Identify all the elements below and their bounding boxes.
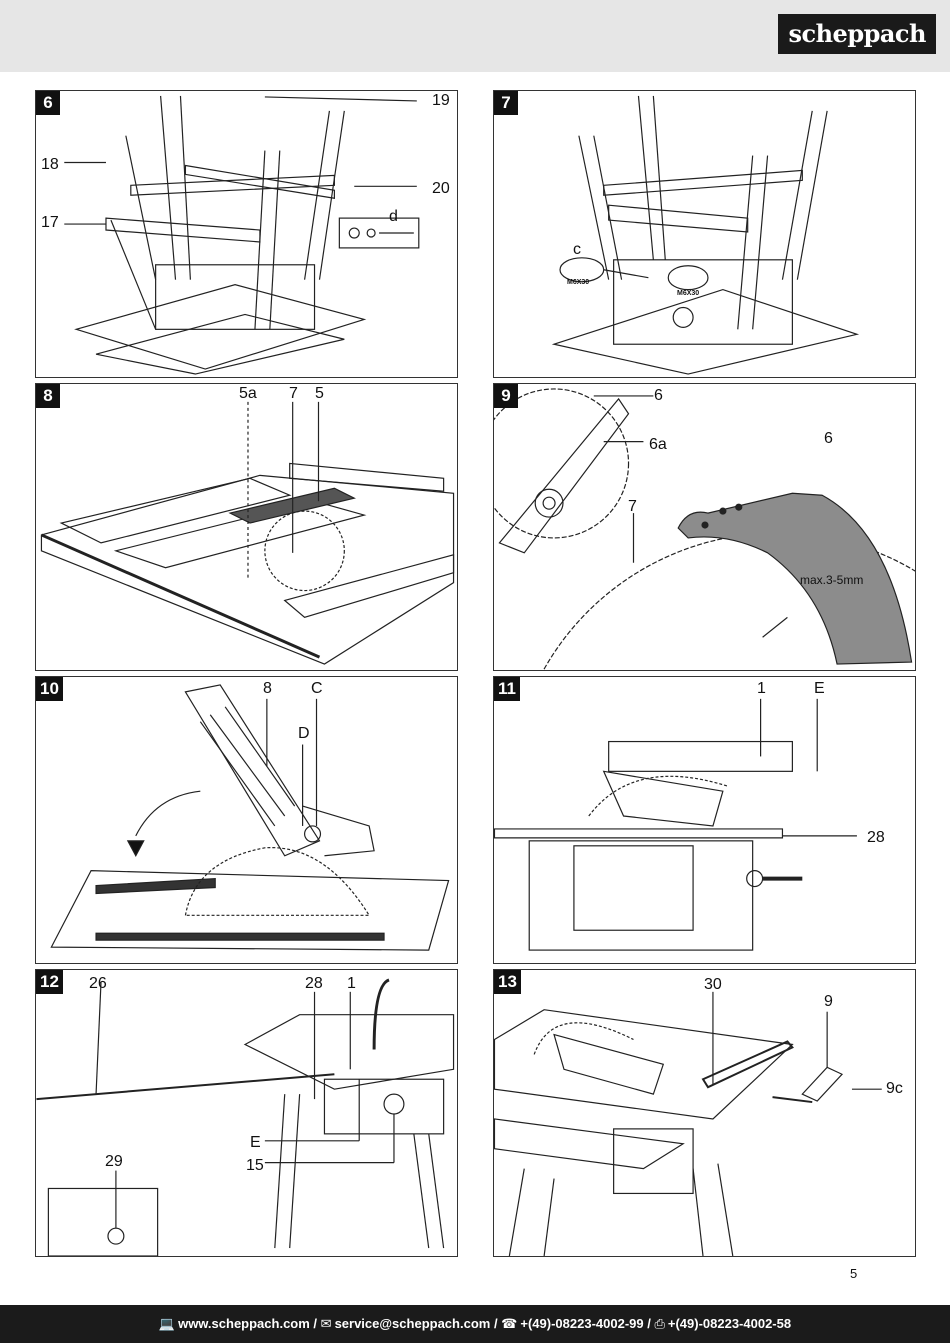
callout-E: E xyxy=(250,1134,261,1151)
figure-13: 13 30 9 9c xyxy=(493,969,916,1257)
footer-separator: / xyxy=(643,1316,655,1331)
callout-9c: 9c xyxy=(886,1080,903,1097)
mail-icon: ✉ xyxy=(320,1316,332,1331)
figure-10-illustration xyxy=(50,684,450,951)
figure-number: 12 xyxy=(36,970,63,994)
callout-5a: 5a xyxy=(239,385,257,402)
callout-d: d xyxy=(389,208,398,225)
figure-6-illustration xyxy=(64,95,420,375)
figure-8: 8 5a 7 5 xyxy=(35,383,458,671)
callout-1: 1 xyxy=(757,680,766,697)
callout-6a: 6a xyxy=(649,436,667,453)
callout-29: 29 xyxy=(105,1153,123,1170)
callout-7: 7 xyxy=(289,385,298,402)
callout-20: 20 xyxy=(432,180,450,197)
callout-30: 30 xyxy=(704,976,722,993)
figure-11: 11 1 E 28 xyxy=(493,676,916,964)
callout-28: 28 xyxy=(867,829,885,846)
page-number: 5 xyxy=(850,1266,858,1281)
callout-6-top: 6 xyxy=(654,387,663,404)
figure-number: 8 xyxy=(36,384,60,408)
gap-note: max.3-5mm xyxy=(800,573,864,587)
callout-8: 8 xyxy=(263,680,272,697)
figure-number: 10 xyxy=(36,677,63,701)
figure-13-illustration xyxy=(494,991,882,1256)
figure-9: 9 6 6a 6 7 max.3-5mm xyxy=(493,383,916,671)
figure-number: 9 xyxy=(494,384,518,408)
bolt-label-right: M6X30 xyxy=(677,290,700,297)
callout-C: C xyxy=(311,680,323,697)
figure-12: 12 26 28 1 E 15 29 xyxy=(35,969,458,1257)
footer-email-link[interactable]: service@scheppach.com xyxy=(334,1316,491,1331)
callout-D: D xyxy=(298,725,310,742)
fax-icon: ⎙ xyxy=(654,1316,665,1331)
figure-12-illustration xyxy=(36,978,455,1256)
footer-separator: / xyxy=(490,1316,502,1331)
footer-phone: +(49)-08223-4002-99 xyxy=(520,1316,644,1331)
figure-number: 13 xyxy=(494,970,521,994)
callout-7: 7 xyxy=(628,498,637,515)
figure-number: 11 xyxy=(494,677,520,701)
footer-separator: / xyxy=(309,1316,321,1331)
callout-17: 17 xyxy=(41,214,59,231)
figure-8-illustration xyxy=(40,401,455,665)
callout-9: 9 xyxy=(824,993,833,1010)
header-bar: scheppach xyxy=(0,0,950,72)
phone-icon: ☎ xyxy=(501,1316,518,1331)
figure-7: 7 c M6X30 M6X30 xyxy=(493,90,916,378)
figure-6: 6 19 18 20 17 d xyxy=(35,90,458,378)
footer-fax: +(49)-08223-4002-58 xyxy=(667,1316,792,1331)
callout-E: E xyxy=(814,680,825,697)
figure-number: 6 xyxy=(36,91,60,115)
callout-15: 15 xyxy=(246,1157,264,1174)
callout-6-right: 6 xyxy=(824,430,833,447)
callout-19: 19 xyxy=(432,92,450,109)
figure-10: 10 8 C D xyxy=(35,676,458,964)
footer-bar: 💻www.scheppach.com / ✉service@scheppach.… xyxy=(0,1305,950,1343)
callout-1: 1 xyxy=(347,975,356,992)
callout-c: c xyxy=(573,241,581,258)
figure-11-illustration xyxy=(494,698,857,951)
figure-9-illustration xyxy=(494,388,915,670)
callout-28: 28 xyxy=(305,975,323,992)
bolt-label-left: M6X30 xyxy=(567,279,590,286)
figure-number: 7 xyxy=(494,91,518,115)
brand-logo: scheppach xyxy=(778,14,936,54)
callout-26: 26 xyxy=(89,975,107,992)
figure-7-illustration xyxy=(551,95,860,375)
footer-website-link[interactable]: www.scheppach.com xyxy=(178,1316,310,1331)
callout-18: 18 xyxy=(41,156,59,173)
callout-5: 5 xyxy=(315,385,324,402)
computer-icon: 💻 xyxy=(158,1316,176,1331)
